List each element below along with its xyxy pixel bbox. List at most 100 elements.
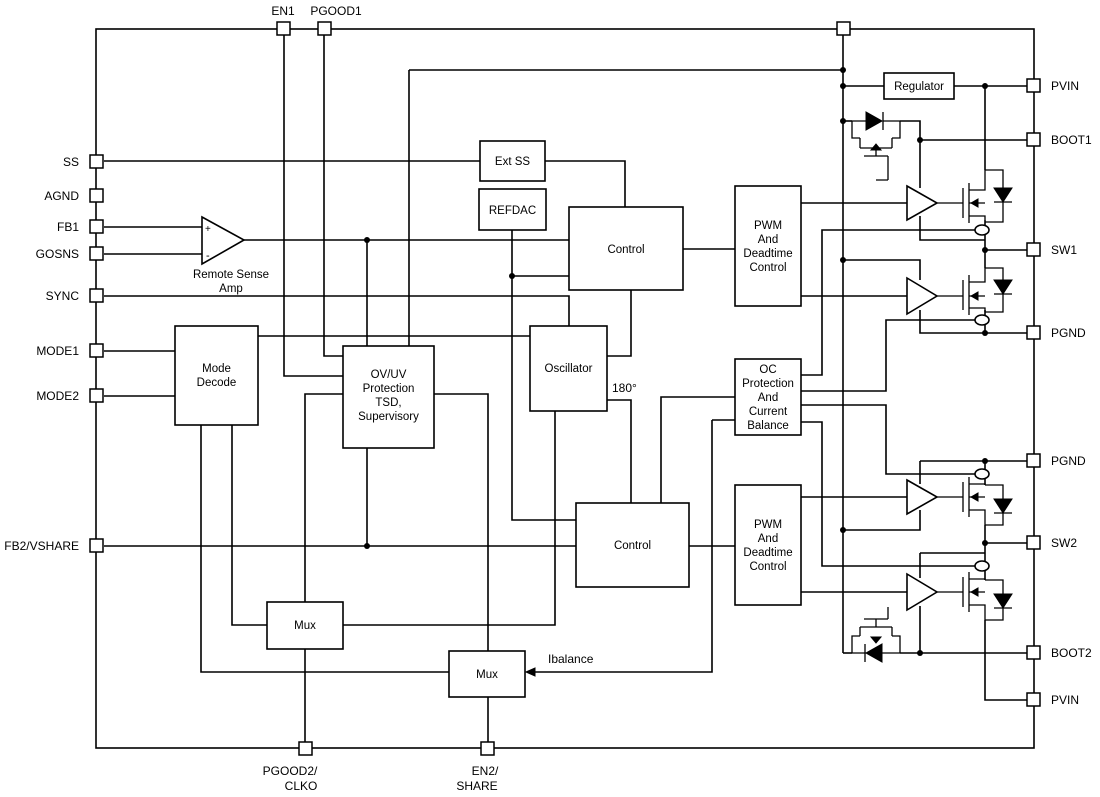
pin-top-unlabeled <box>836 21 851 36</box>
wire-extss-control <box>545 160 626 207</box>
wire-osc-mux <box>343 411 556 626</box>
ext-ss-label: Ext SS <box>495 156 530 168</box>
refdac-block: REFDAC <box>478 188 547 231</box>
remote-sense-line: Remote Sense <box>193 269 269 281</box>
mux-right-label: Mux <box>476 669 498 681</box>
wire-ls1-supply <box>843 259 921 280</box>
pin-label-en1: EN1 <box>271 4 295 18</box>
junction-dot <box>364 543 370 549</box>
pin-label-ss: SS <box>63 155 79 169</box>
pwm2-block: PWM And Deadtime Control <box>734 484 802 606</box>
pin-fb2-vshare <box>89 538 104 553</box>
boot-switch-icon <box>869 143 883 151</box>
gate-driver-icon <box>906 478 939 516</box>
ovuv-line: OV/UV <box>371 369 407 381</box>
pin-label-pgood2-line2: CLKO <box>285 779 318 793</box>
pin-en1 <box>276 21 291 36</box>
amp-plus: + <box>205 224 211 235</box>
ovuv-line: Supervisory <box>358 411 419 423</box>
pin-label-pgnd-bottom: PGND <box>1051 454 1086 468</box>
pin-pvin-top <box>1026 78 1041 93</box>
oc-line: OC <box>759 364 776 376</box>
pin-ss <box>89 154 104 169</box>
control-top-block: Control <box>568 206 684 291</box>
oc-line: Balance <box>747 420 789 432</box>
junction-dot <box>917 650 923 656</box>
pin-label-sw1: SW1 <box>1051 243 1077 257</box>
oc-line: Protection <box>742 378 794 390</box>
oc-line: And <box>758 392 778 404</box>
wire-boot2 <box>919 606 1027 654</box>
oscillator-label: Oscillator <box>545 363 593 375</box>
control-top-label: Control <box>607 244 644 256</box>
phase-label: 180° <box>612 381 637 395</box>
pin-label-pgood2-line1: PGOOD2/ <box>263 764 318 778</box>
pin-label-mode1: MODE1 <box>36 344 79 358</box>
pin-label-en2-line1: EN2/ <box>472 764 499 778</box>
pin-label-en2-line2: SHARE <box>456 779 497 793</box>
remote-sense-amp: + - Remote Sense Amp <box>193 215 269 295</box>
junction-dot <box>840 67 846 73</box>
pwm2-line: Control <box>749 561 786 573</box>
junction-dot <box>982 247 988 253</box>
pin-pgnd-top <box>1026 325 1041 340</box>
mosfet-icon <box>937 572 1013 621</box>
junction-dot <box>917 137 923 143</box>
pin-label-pvin-bottom: PVIN <box>1051 693 1079 707</box>
pwm2-line: Deadtime <box>743 547 792 559</box>
pins <box>89 21 1041 756</box>
wire-ibalance <box>528 420 713 673</box>
pwm1-line: And <box>758 234 778 246</box>
pin-label-mode2: MODE2 <box>36 389 79 403</box>
wire-boot1 <box>900 120 1027 141</box>
wire-mode-mux2 <box>200 425 449 673</box>
pwm1-line: PWM <box>754 220 782 232</box>
boot-diode-icon <box>865 111 884 131</box>
pwm1-block: PWM And Deadtime Control <box>734 185 802 307</box>
power-mosfets <box>937 169 1013 621</box>
gate-drivers <box>906 184 939 612</box>
pin-label-pvin-top: PVIN <box>1051 79 1079 93</box>
pwm2-line: And <box>758 533 778 545</box>
gate-driver-icon <box>906 572 939 612</box>
oscillator-block: Oscillator <box>529 325 608 412</box>
pin-label-pgnd-top: PGND <box>1051 326 1086 340</box>
junction-dot <box>840 118 846 124</box>
pin-sw1 <box>1026 242 1041 257</box>
pin-sync <box>89 288 104 303</box>
mux-left-label: Mux <box>294 620 316 632</box>
pin-label-fb2-vshare: FB2/VSHARE <box>4 539 79 553</box>
wire-osc-control <box>607 290 632 357</box>
regulator-block: Regulator <box>883 72 955 100</box>
junction-dot <box>840 257 846 263</box>
pwm1-line: Deadtime <box>743 248 792 260</box>
mode-decode-line: Decode <box>197 377 237 389</box>
pin-mode2 <box>89 388 104 403</box>
oc-block: OC Protection And Current Balance <box>734 358 802 436</box>
remote-sense-line: Amp <box>219 283 243 295</box>
wire-en1 <box>283 29 343 377</box>
current-sense-oval <box>974 560 990 572</box>
boot-circuit-2 <box>851 607 901 663</box>
wires <box>95 28 1035 749</box>
pin-label-boot2: BOOT2 <box>1051 646 1092 660</box>
current-sense-oval <box>974 224 990 236</box>
regulator-label: Regulator <box>894 81 944 93</box>
control-bottom-label: Control <box>614 540 651 552</box>
pin-pvin-bottom <box>1026 692 1041 707</box>
pin-label-pgood1: PGOOD1 <box>310 4 362 18</box>
oc-line: Current <box>749 406 788 418</box>
refdac-label: REFDAC <box>489 205 536 217</box>
pin-label-sw2: SW2 <box>1051 536 1077 550</box>
wire-ovuv-right <box>434 393 489 651</box>
pin-label-agnd: AGND <box>44 189 79 203</box>
mosfet-icon <box>937 267 1013 315</box>
current-sense-oval <box>974 314 990 326</box>
pin-label-gosns: GOSNS <box>36 247 79 261</box>
ovuv-line: Protection <box>363 383 415 395</box>
pin-mode1 <box>89 343 104 358</box>
boot-switch-icon <box>869 636 883 644</box>
mux-right-block: Mux <box>448 650 526 698</box>
pin-label-fb1: FB1 <box>57 220 79 234</box>
pin-en2 <box>480 741 495 756</box>
